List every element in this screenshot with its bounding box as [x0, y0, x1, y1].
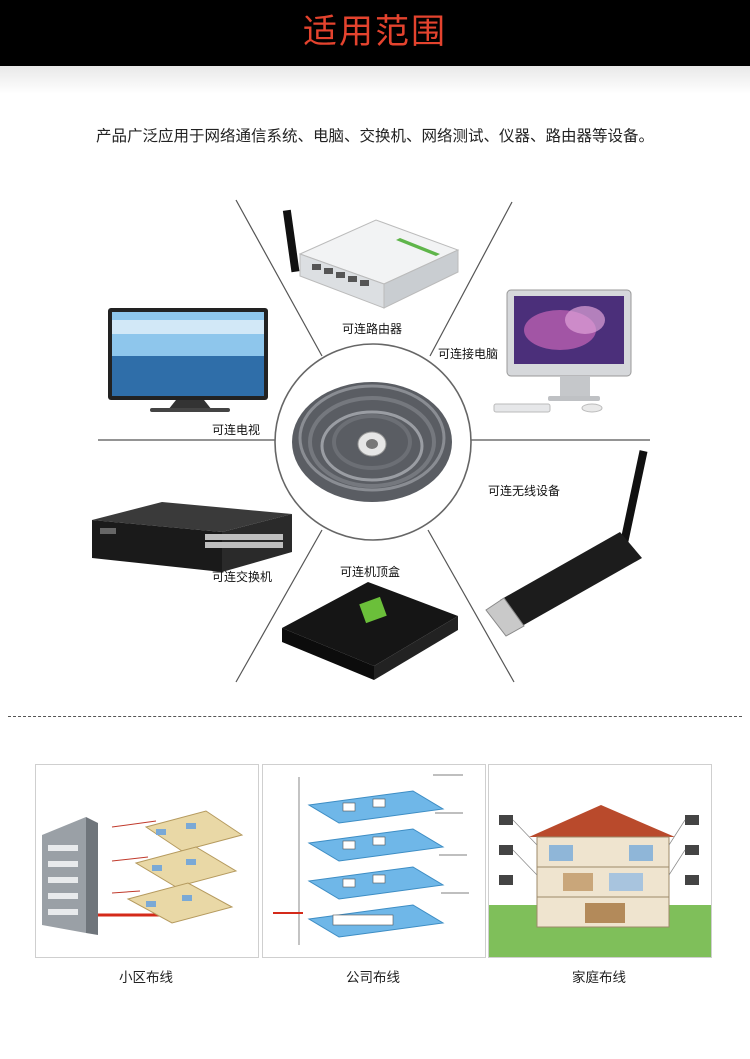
header-bar: [0, 0, 750, 66]
dashed-divider: [8, 716, 742, 717]
router-label: 可连路由器: [342, 322, 403, 336]
wireless-dongle-icon: [485, 450, 648, 637]
computer-label: 可连接电脑: [438, 347, 499, 361]
cable-coil-icon: [292, 382, 452, 502]
page-title: 适用范围: [303, 12, 447, 52]
panel-residential: [35, 764, 259, 958]
device-diagram: 可连路由器 可连接电脑 可连电视 可连无线设备 可连交换机 可连机顶盒: [0, 180, 750, 700]
wireless-label: 可连无线设备: [488, 484, 561, 498]
tv-label: 可连电视: [212, 423, 261, 437]
set-top-box-icon: [282, 582, 458, 680]
home-cabling-image: [489, 765, 711, 957]
switch-label: 可连交换机: [212, 570, 273, 584]
residential-cabling-image: [42, 810, 244, 935]
scenario-label-office: 公司布线: [346, 970, 400, 986]
settopbox-label: 可连机顶盒: [340, 565, 401, 579]
computer-icon: [493, 289, 632, 413]
panel-home: [488, 764, 712, 958]
header-shadow-band: [0, 66, 750, 94]
intro-text: 产品广泛应用于网络通信系统、电脑、交换机、网络测试、仪器、路由器等设备。: [95, 127, 654, 145]
tv-icon: [108, 308, 268, 412]
panel-office: [262, 764, 486, 958]
separator-lines: [98, 199, 650, 683]
diagram-graphic: [92, 199, 650, 683]
scenario-label-residential: 小区布线: [119, 970, 173, 986]
router-icon: [282, 209, 460, 309]
scenario-label-home: 家庭布线: [572, 970, 626, 986]
office-cabling-image: [273, 774, 469, 945]
switch-icon: [92, 502, 292, 572]
